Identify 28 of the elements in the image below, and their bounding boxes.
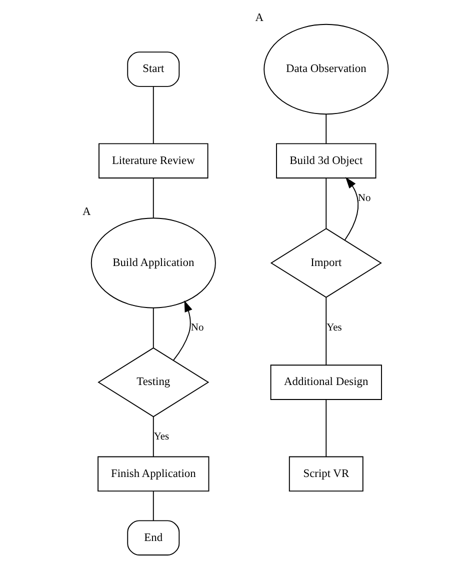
connector bbox=[326, 297, 327, 366]
node-ellipse: Build Application bbox=[90, 218, 216, 308]
arrow bbox=[344, 177, 359, 241]
node-box: Script VR bbox=[288, 456, 364, 492]
edge-label: No bbox=[190, 322, 204, 334]
node-label: A bbox=[82, 206, 91, 218]
node-box: Finish Application bbox=[98, 456, 210, 492]
connector bbox=[152, 308, 154, 348]
edge-label: Yes bbox=[154, 431, 170, 442]
connector bbox=[326, 114, 327, 144]
arrow bbox=[173, 300, 192, 361]
connector bbox=[152, 416, 154, 458]
node-ellipse: Data Observation bbox=[264, 24, 389, 115]
node-diamond: Testing bbox=[98, 347, 210, 418]
node-box: End bbox=[127, 520, 180, 556]
edge-label: Yes bbox=[326, 322, 342, 334]
node-box: Build 3d Object bbox=[276, 143, 376, 179]
node-box: Additional Design bbox=[270, 364, 382, 400]
connector bbox=[152, 86, 154, 144]
edge-label: No bbox=[358, 192, 371, 204]
connector bbox=[152, 178, 154, 218]
node-diamond: Import bbox=[270, 228, 382, 298]
node-box: Literature Review bbox=[98, 143, 208, 179]
connector bbox=[326, 178, 327, 229]
connector bbox=[152, 490, 154, 521]
node-label: A bbox=[255, 12, 264, 24]
node-box: Start bbox=[127, 52, 180, 87]
connector bbox=[326, 399, 327, 458]
